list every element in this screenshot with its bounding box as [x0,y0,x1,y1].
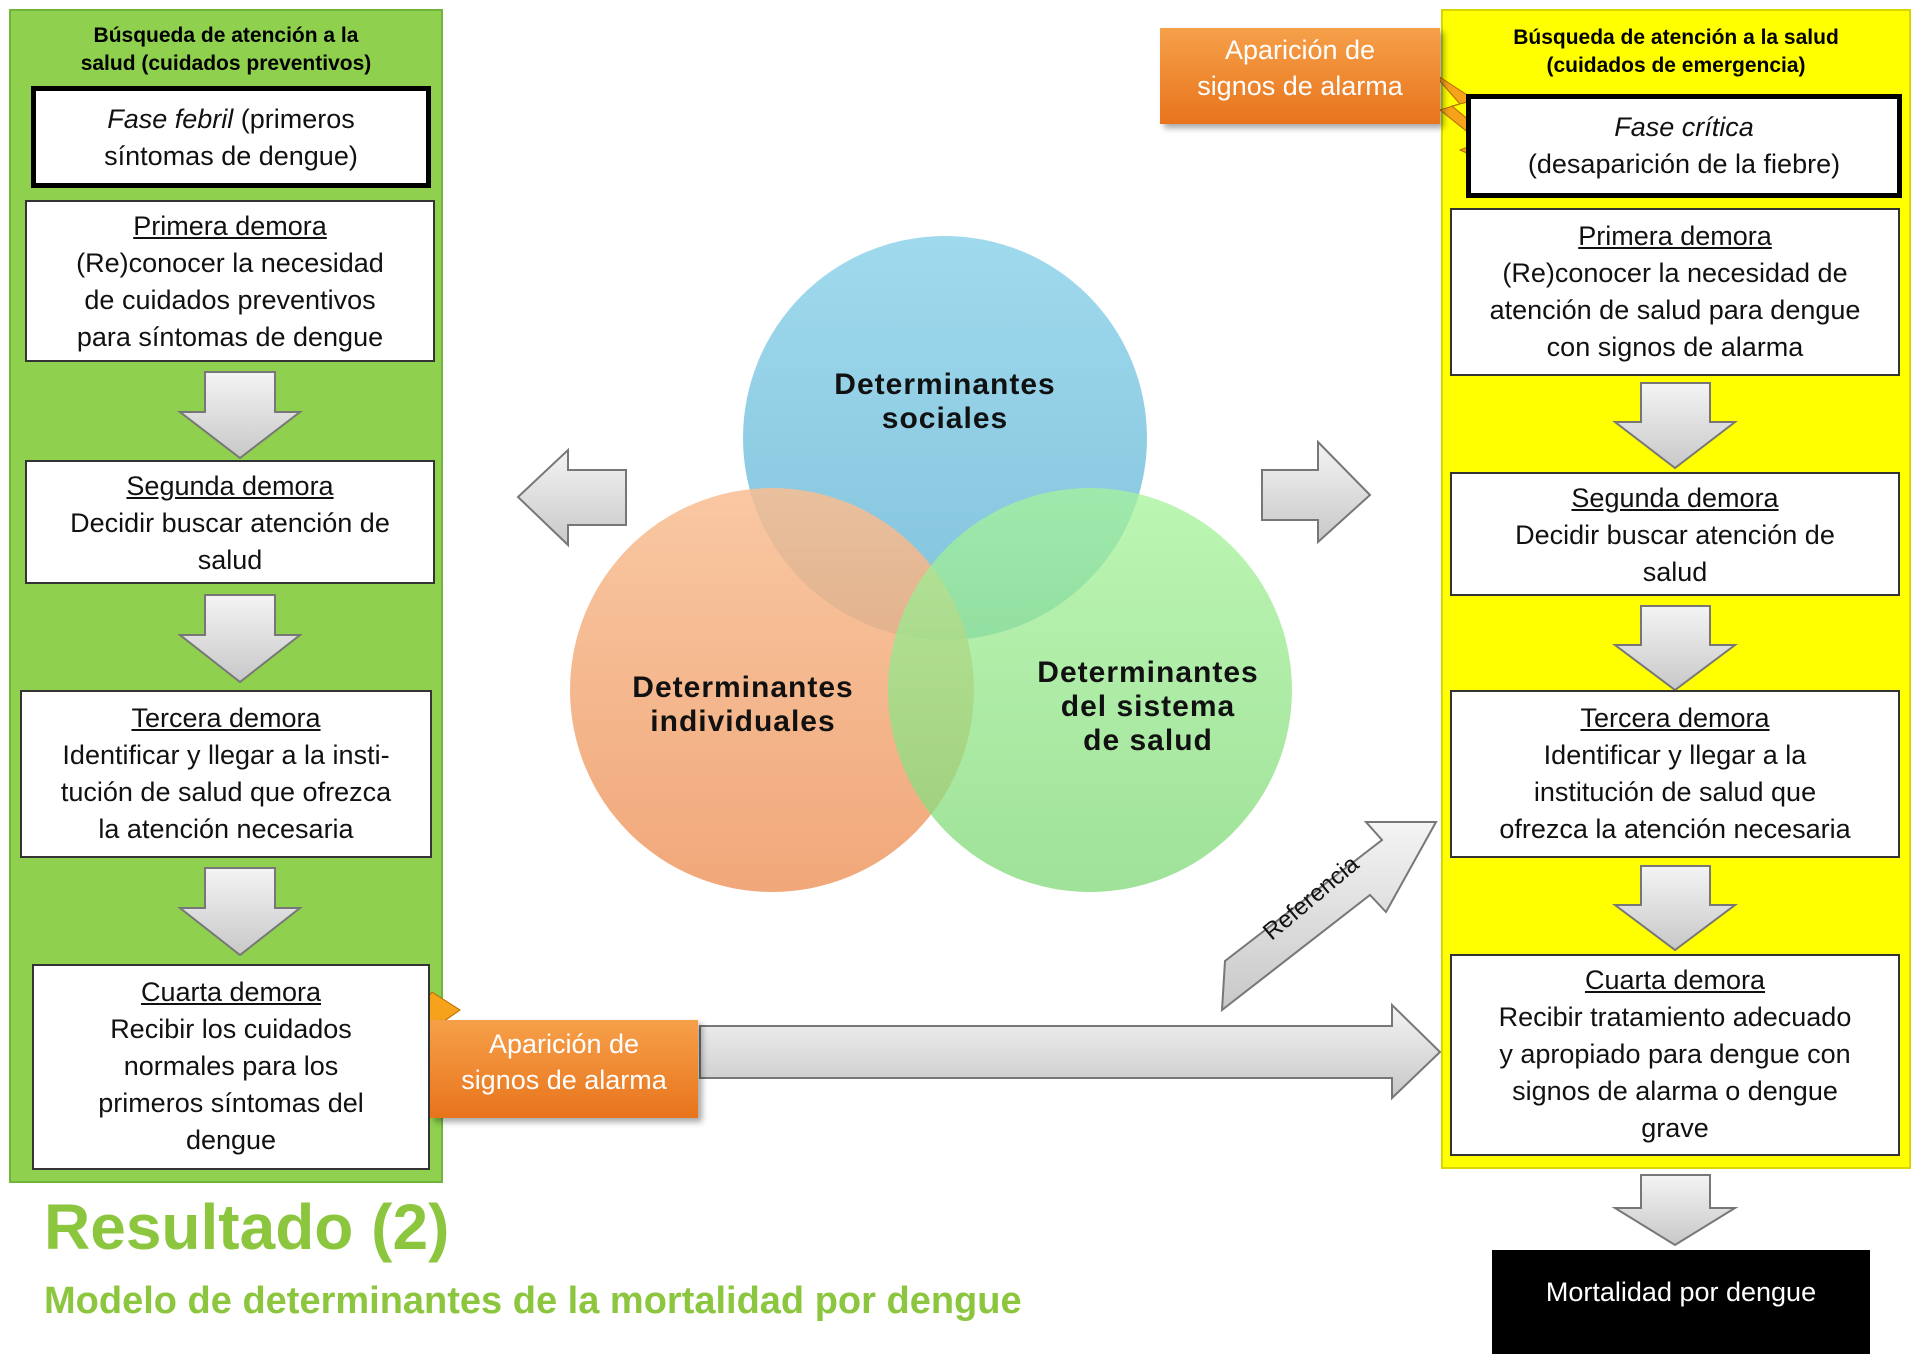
right-delay-2-heading: Segunda demora [1571,483,1779,513]
right-delay-4-line2: y apropiado para dengue con [1499,1039,1851,1069]
right-phase-box: Fase crítica (desaparición de la fiebre) [1466,94,1902,198]
right-delay-3: Tercera demora Identificar y llegar a la… [1450,690,1900,858]
alarm-top-line2: signos de alarma [1197,71,1403,101]
left-delay-4-line4: dengue [185,1125,277,1155]
outcome-mortality-box: Mortalidad por dengue [1492,1250,1870,1354]
right-phase-line1: Fase crítica [1614,112,1754,142]
right-delay-3-line3: ofrezca la atención necesaria [1499,814,1851,844]
right-delay-4-heading: Cuarta demora [1584,965,1766,995]
left-delay-3-line1: Identificar y llegar a la insti- [62,740,390,770]
alarm-top-line1: Aparición de [1224,35,1376,65]
referral-arrow [1220,821,1438,1013]
left-delay-4-line3: primeros síntomas del [98,1088,364,1118]
left-panel-title: Búsqueda de atención a la salud (cuidado… [10,22,442,78]
right-delay-4: Cuarta demora Recibir tratamiento adecua… [1450,954,1900,1156]
right-delay-3-line1: Identificar y llegar a la [1543,740,1807,770]
left-phase-line1: Fase febril (primeros [36,101,426,138]
left-phase-emphasis: Fase febril [107,104,234,134]
label-social-determinants: Determinantes sociales [800,368,1090,436]
left-delay-1-heading: Primera demora [133,211,327,241]
left-delay-3-line3: la atención necesaria [98,814,354,844]
label-health-system-determinants: Determinantes del sistema de salud [1000,656,1296,758]
left-delay-3-line2: tución de salud que ofrezca [60,777,392,807]
right-down-arrow-2 [1612,605,1738,692]
label-individual-line1: Determinantes [632,671,854,704]
label-health-line2: del sistema [1060,690,1236,723]
right-delay-4-line1: Recibir tratamiento adecuado [1498,1002,1852,1032]
right-panel-title: Búsqueda de atención a la salud (cuidado… [1442,24,1910,80]
right-pointing-arrow [1261,439,1372,545]
long-horizontal-arrow [699,1002,1442,1101]
right-down-arrow-1 [1612,382,1738,470]
alarm-bottom-line1: Aparición de [488,1029,640,1059]
right-delay-2: Segunda demora Decidir buscar atención d… [1450,472,1900,596]
left-delay-2-line2: salud [197,545,263,575]
alarm-signs-top: Aparición de signos de alarma [1160,28,1440,124]
left-delay-1-line1: (Re)conocer la necesidad [76,248,384,278]
right-delay-1-line3: con signos de alarma [1546,332,1804,362]
right-delay-4-line4: grave [1641,1113,1709,1143]
left-delay-4: Cuarta demora Recibir los cuidados norma… [32,964,430,1170]
left-delay-2-line1: Decidir buscar atención de [70,508,390,538]
label-individual-line2: individuales [650,705,836,738]
left-delay-4-line2: normales para los [123,1051,339,1081]
left-down-arrow-1 [177,371,303,460]
alarm-signs-bottom: Aparición de signos de alarma [430,1020,698,1118]
left-panel-title-line2: salud (cuidados preventivos) [80,52,372,75]
left-delay-2-heading: Segunda demora [126,471,334,501]
circle-individual [570,488,974,892]
right-down-arrow-3 [1612,865,1738,952]
right-down-arrow-outcome [1611,1174,1739,1247]
right-delay-1-line2: atención de salud para dengue [1489,295,1861,325]
label-health-line1: Determinantes [1037,656,1259,689]
right-delay-2-line2: salud [1642,557,1708,587]
left-pointing-arrow [516,447,627,548]
label-social-line1: Determinantes [834,368,1056,401]
right-delay-1: Primera demora (Re)conocer la necesidad … [1450,208,1900,376]
left-delay-3-heading: Tercera demora [131,703,321,733]
label-social-line2: sociales [881,402,1009,435]
left-down-arrow-3 [177,867,303,957]
left-panel-title-line1: Búsqueda de atención a la [93,24,359,47]
right-delay-1-heading: Primera demora [1578,221,1772,251]
left-delay-1-line2: de cuidados preventivos [84,285,376,315]
left-delay-4-heading: Cuarta demora [140,977,322,1007]
left-delay-4-line1: Recibir los cuidados [110,1014,352,1044]
result-title: Resultado (2) [44,1191,450,1263]
left-phase-line2: síntomas de dengue) [104,141,358,171]
right-delay-3-line2: institución de salud que [1533,777,1817,807]
alarm-bottom-line2: signos de alarma [461,1065,667,1095]
circle-health-system [888,488,1292,892]
left-delay-2: Segunda demora Decidir buscar atención d… [25,460,435,584]
left-down-arrow-2 [177,594,303,684]
label-health-line3: de salud [1083,724,1213,757]
left-phase-line1-rest: (primeros [233,104,355,134]
right-phase-line2: (desaparición de la fiebre) [1527,149,1841,179]
right-delay-2-line1: Decidir buscar atención de [1515,520,1835,550]
right-panel-title-line1: Búsqueda de atención a la salud [1513,26,1839,49]
left-delay-1-line3: para síntomas de dengue [76,322,384,352]
right-delay-4-line3: signos de alarma o dengue [1512,1076,1838,1106]
right-panel-title-line2: (cuidados de emergencia) [1546,54,1806,77]
right-delay-3-heading: Tercera demora [1580,703,1770,733]
left-phase-box: Fase febril (primeros síntomas de dengue… [31,86,431,188]
right-delay-1-line1: (Re)conocer la necesidad de [1502,258,1848,288]
result-subtitle: Modelo de determinantes de la mortalidad… [44,1280,1022,1322]
label-individual-determinants: Determinantes individuales [598,671,888,739]
left-delay-1: Primera demora (Re)conocer la necesidad … [25,200,435,362]
left-delay-3: Tercera demora Identificar y llegar a la… [20,690,432,858]
